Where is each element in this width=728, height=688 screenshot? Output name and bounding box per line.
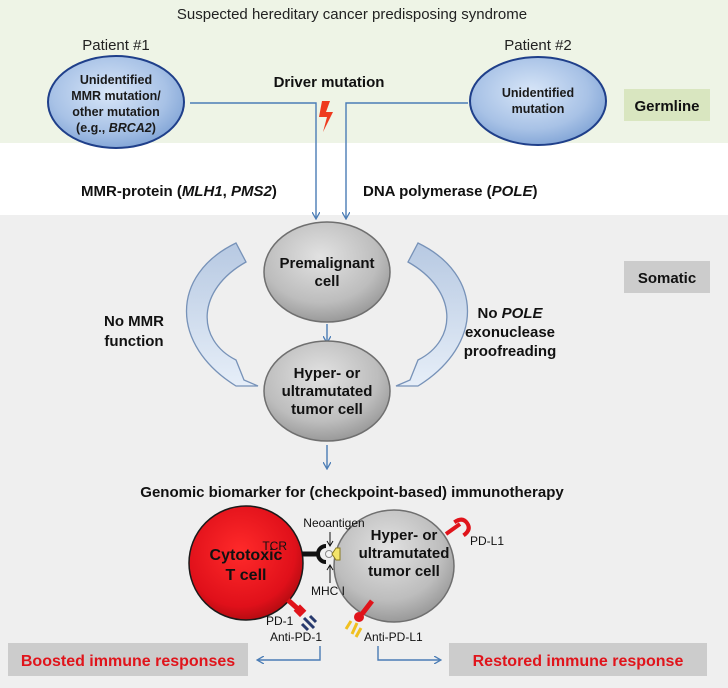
- lightning-icon: [319, 101, 333, 132]
- tcr-receptor-icon: [316, 544, 327, 564]
- boosted-label: Boosted immune responses: [21, 653, 235, 670]
- patient2-line2: mutation: [512, 102, 565, 116]
- pdl1-label: PD-L1: [470, 534, 504, 548]
- premalignant-cell: [263, 221, 391, 323]
- mhc-pointer-head: [326, 564, 334, 571]
- pd1-label: PD-1: [266, 614, 294, 628]
- no-pole-line1: No POLE: [477, 305, 543, 322]
- restored-arrow: [377, 646, 440, 660]
- germline-label: Germline: [634, 98, 699, 115]
- premalignant-line1: Premalignant: [279, 255, 374, 272]
- boosted-arrow: [258, 646, 321, 660]
- hyper-cell-line3: tumor cell: [291, 401, 363, 418]
- hyper-cell-line2: ultramutated: [282, 383, 373, 400]
- tumor-cell-line2: ultramutated: [359, 545, 450, 562]
- patient1-line4: (e.g., BRCA2): [76, 121, 156, 135]
- white-band: [0, 143, 728, 215]
- cytotoxic-t-cell: [188, 505, 304, 621]
- patient2-cell: [469, 56, 607, 146]
- patient1-line2: MMR mutation/: [71, 89, 161, 103]
- cytotoxic-line1: Cytotoxic: [210, 547, 283, 564]
- patient2-label: Patient #2: [504, 37, 572, 54]
- pd1-receptor-icon: [293, 604, 307, 618]
- mmr-protein-label: MMR-protein (MLH1, PMS2): [81, 183, 277, 200]
- patient1-line1: Unidentified: [80, 73, 152, 87]
- hyper-cell-line1: Hyper- or: [294, 365, 361, 382]
- pdl1-bottom-stalk: [360, 599, 374, 616]
- biomarker-label: Genomic biomarker for (checkpoint-based)…: [140, 484, 564, 501]
- patient2-line1: Unidentified: [502, 86, 574, 100]
- no-pole-line3: proofreading: [464, 343, 557, 360]
- mhc-label: MHC I: [311, 584, 345, 598]
- patient1-line3: other mutation: [72, 105, 160, 119]
- no-pole-line2: exonuclease: [465, 324, 555, 341]
- diagram-title: Suspected hereditary cancer predisposing…: [177, 6, 527, 23]
- mhc-icon: [331, 547, 341, 561]
- boosted-box: [8, 643, 248, 676]
- pdl1-bottom-receptor-icon: [354, 612, 364, 622]
- pdl1-receptor-icon: [453, 517, 471, 538]
- patient1-cell: [47, 55, 185, 149]
- pdl1-stalk: [444, 522, 462, 536]
- patient1-arrow: [190, 102, 316, 218]
- tumor-cell-line3: tumor cell: [368, 563, 440, 580]
- tumor-cell: [333, 509, 455, 623]
- restored-label: Restored immune response: [473, 653, 684, 670]
- patient2-arrow: [346, 102, 468, 218]
- tumor-cell-line1: Hyper- or: [371, 527, 438, 544]
- patient1-label: Patient #1: [82, 37, 150, 54]
- dna-polymerase-label: DNA polymerase (POLE): [363, 183, 538, 200]
- somatic-box: [624, 261, 710, 293]
- cytotoxic-line2: T cell: [226, 567, 267, 584]
- no-mmr-line1: No MMR: [104, 313, 164, 330]
- anti-pdl1-label: Anti-PD-L1: [364, 630, 423, 644]
- germline-box: [624, 89, 710, 121]
- restored-box: [449, 643, 707, 676]
- neoantigen-pointer-head: [326, 540, 334, 547]
- neoantigen-label: Neoantigen: [303, 516, 364, 530]
- no-mmr-line2: function: [104, 333, 163, 350]
- anti-pd1-label: Anti-PD-1: [270, 630, 322, 644]
- premalignant-line2: cell: [314, 273, 339, 290]
- anti-pdl1-antibody-icon: [344, 620, 363, 638]
- tcr-label: TCR: [262, 539, 287, 553]
- driver-mutation-label: Driver mutation: [274, 74, 385, 91]
- hyper-cell: [263, 340, 391, 442]
- left-curved-arrow: [186, 242, 259, 387]
- pd1-stalk: [286, 598, 300, 611]
- somatic-label: Somatic: [638, 270, 696, 287]
- right-curved-arrow: [395, 242, 468, 387]
- anti-pd1-antibody-icon: [300, 614, 318, 632]
